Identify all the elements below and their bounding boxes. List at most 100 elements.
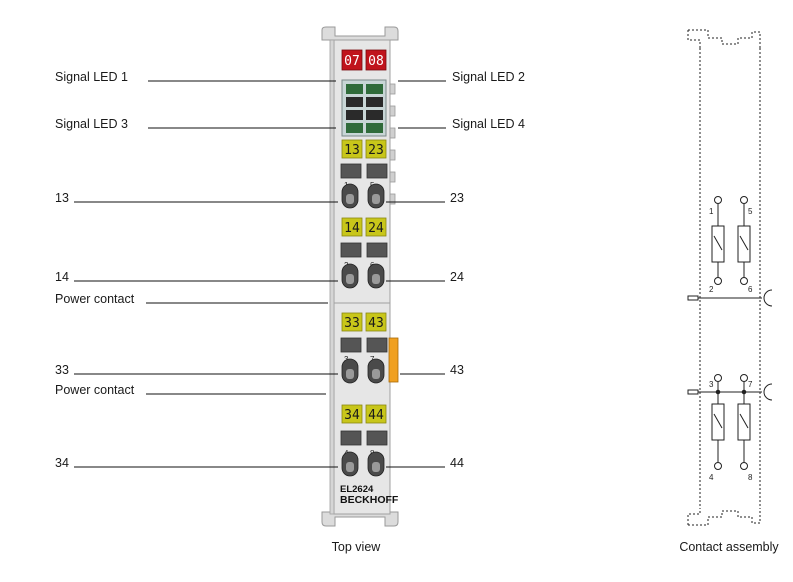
pin-label-2: 2: [709, 285, 714, 294]
terminal-label-24-text: 24: [368, 221, 384, 236]
terminal-label-14-text: 14: [344, 221, 360, 236]
label-signal-led-3: Signal LED 3: [55, 117, 128, 131]
terminal-label-13-text: 13: [344, 143, 360, 158]
led-3: [346, 123, 363, 133]
terminal-label-23-text: 23: [368, 143, 384, 158]
side-notch: [389, 127, 396, 139]
outline-sides: [699, 48, 761, 508]
terminal-circle: [740, 196, 748, 204]
release-slot: [366, 163, 388, 179]
label-terminal-44: 44: [450, 456, 464, 470]
release-slot: [366, 337, 388, 353]
side-notch: [389, 149, 396, 161]
power-contact-spring: [763, 289, 773, 307]
led-label-07-text: 07: [344, 54, 360, 69]
label-terminal-13: 13: [55, 191, 69, 205]
terminal-module: 07 08 13 23 1 5 14 24 2 6: [321, 26, 399, 527]
led-2: [366, 84, 383, 94]
terminal-label-14: [341, 217, 363, 237]
pin-label-5: 5: [748, 207, 753, 216]
label-terminal-43: 43: [450, 363, 464, 377]
terminal-label-44-text: 44: [368, 408, 384, 423]
terminal-circle: [714, 196, 722, 204]
terminal-label-34: [341, 404, 363, 424]
contact-opening: [372, 194, 380, 204]
outline-bottom: [687, 508, 761, 526]
outline-top: [687, 29, 761, 48]
power-contact-pin: [687, 295, 699, 301]
model-name: EL2624: [340, 484, 374, 495]
side-notch: [389, 83, 396, 95]
label-signal-led-4: Signal LED 4: [452, 117, 525, 131]
terminal-circle: [714, 374, 722, 382]
led-label-08: [365, 49, 387, 71]
contact-opening: [346, 274, 354, 284]
contact-opening: [346, 194, 354, 204]
label-power-contact-2: Power contact: [55, 383, 135, 397]
release-slot: [366, 430, 388, 446]
label-terminal-14: 14: [55, 270, 69, 284]
label-terminal-23: 23: [450, 191, 464, 205]
pin-label-8: 8: [748, 473, 753, 482]
led-blank: [366, 110, 383, 120]
pin-label-6: 6: [748, 285, 753, 294]
contact-opening: [346, 462, 354, 472]
schematic-pin-labels: 1 5 2 6 3 7 4 8: [709, 207, 753, 482]
junction-dot: [715, 389, 721, 395]
pin-label-7: 7: [748, 380, 753, 389]
led-blank: [346, 110, 363, 120]
terminal-label-13: [341, 139, 363, 159]
release-slot: [340, 337, 362, 353]
label-terminal-24: 24: [450, 270, 464, 284]
terminal-label-23: [365, 139, 387, 159]
terminal-circle: [740, 374, 748, 382]
release-slot: [366, 242, 388, 258]
label-power-contact-1: Power contact: [55, 292, 135, 306]
caption-contact-assembly: Contact assembly: [679, 540, 779, 554]
terminal-label-33: [341, 312, 363, 332]
junction-dot: [741, 389, 747, 395]
brand-logo: BECKHOFF: [340, 494, 399, 506]
terminal-circle: [714, 462, 722, 470]
power-contact-spring: [763, 383, 773, 401]
callouts: Signal LED 1 Signal LED 2 Signal LED 3 S…: [55, 70, 525, 470]
release-slot: [340, 242, 362, 258]
power-contact-pin: [687, 389, 699, 395]
pin-label-1: 1: [709, 207, 714, 216]
contact-opening: [372, 369, 380, 379]
contact-opening: [372, 274, 380, 284]
led-4: [366, 123, 383, 133]
terminal-circle: [740, 462, 748, 470]
terminal-label-43: [365, 312, 387, 332]
terminal-label-33-text: 33: [344, 316, 360, 331]
caption-top-view: Top view: [332, 540, 382, 554]
led-1: [346, 84, 363, 94]
release-slot: [340, 430, 362, 446]
label-signal-led-1: Signal LED 1: [55, 70, 128, 84]
label-signal-led-2: Signal LED 2: [452, 70, 525, 84]
terminal-label-44: [365, 404, 387, 424]
contact-opening: [372, 462, 380, 472]
side-notch: [389, 171, 396, 183]
contact-opening: [346, 369, 354, 379]
housing-left-rail: [329, 39, 335, 515]
orange-tab: [388, 337, 399, 383]
terminal-label-43-text: 43: [368, 316, 384, 331]
terminal-circle: [714, 277, 722, 285]
led-label-07: [341, 49, 363, 71]
side-notch: [389, 105, 396, 117]
bottom-latch: [321, 511, 399, 527]
terminal-circle: [740, 277, 748, 285]
pin-label-4: 4: [709, 473, 714, 482]
contact-assembly-schematic: [687, 29, 773, 526]
led-label-08-text: 08: [368, 54, 384, 69]
release-slot: [340, 163, 362, 179]
terminal-label-34-text: 34: [344, 408, 360, 423]
side-notch: [389, 193, 396, 205]
label-terminal-33: 33: [55, 363, 69, 377]
pin-label-3: 3: [709, 380, 714, 389]
label-terminal-34: 34: [55, 456, 69, 470]
top-latch: [321, 26, 399, 41]
